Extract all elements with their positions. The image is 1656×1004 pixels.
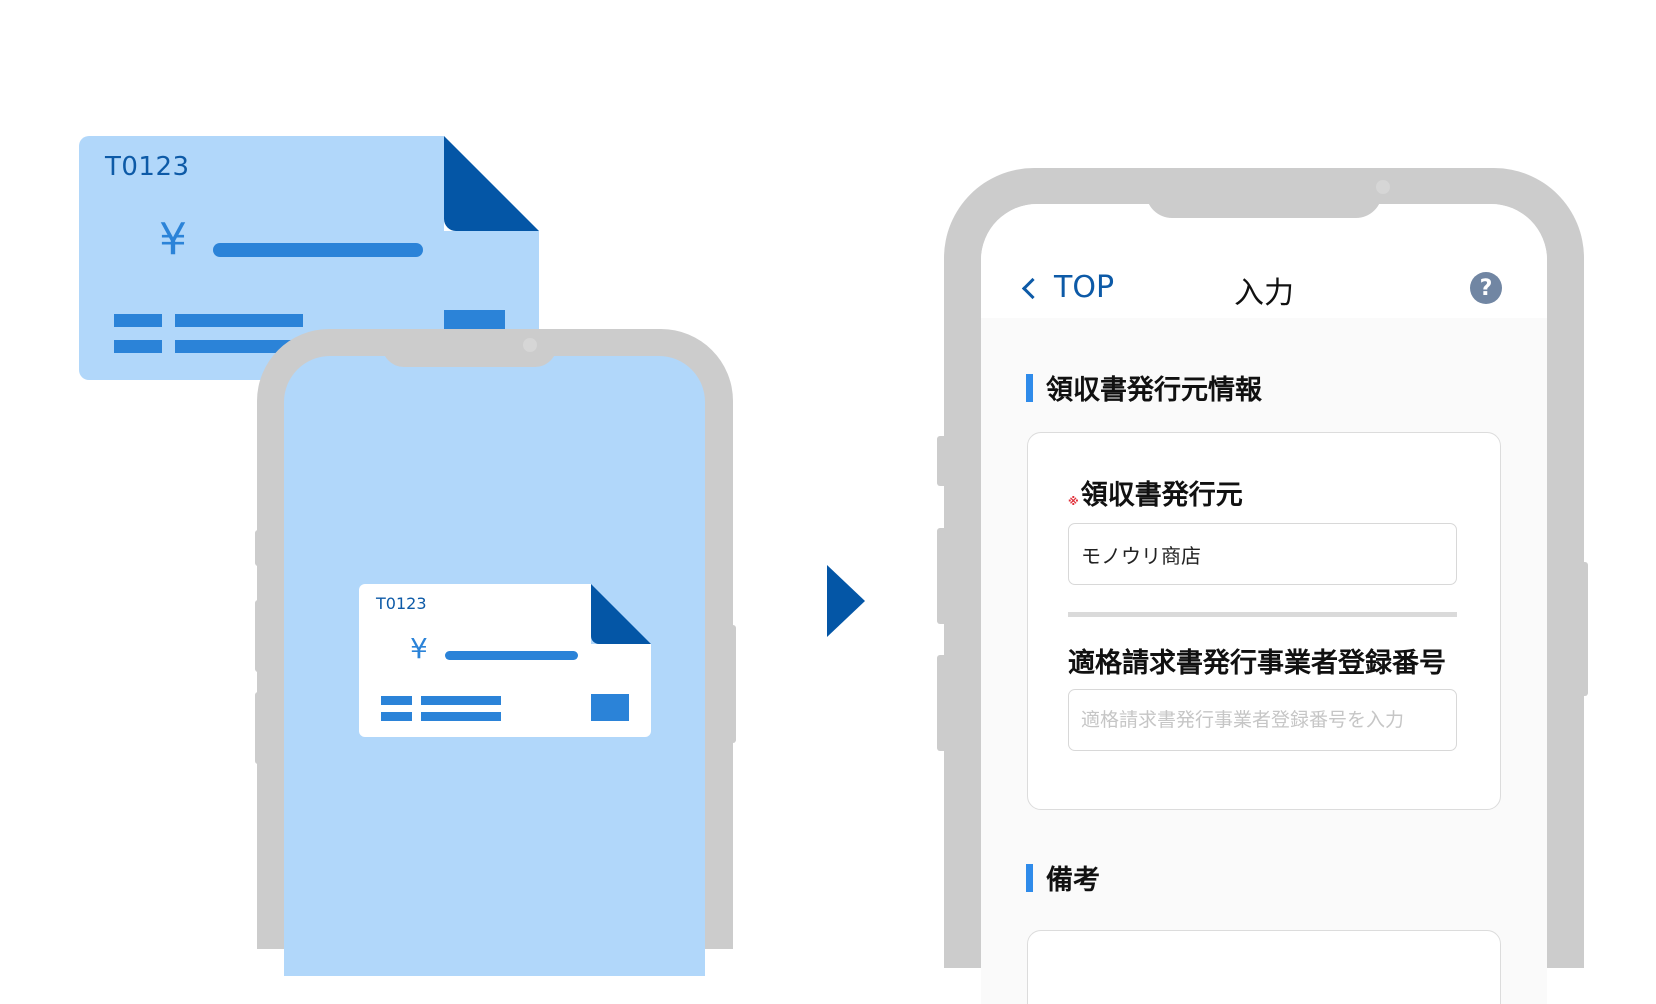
detail-line xyxy=(381,712,412,721)
amount-line xyxy=(445,651,578,660)
section-accent-bar xyxy=(1026,373,1033,402)
section-heading-issuer-info: 領収書発行元情報 xyxy=(1026,368,1262,407)
detail-line xyxy=(114,314,162,327)
detail-line xyxy=(175,314,303,327)
phone-frame-left xyxy=(257,329,733,976)
back-button[interactable]: TOP xyxy=(1021,270,1115,305)
detail-line xyxy=(421,712,501,721)
yen-icon: ¥ xyxy=(159,214,187,265)
issuer-info-card: ※ 領収書発行元 適格請求書発行事業者登録番号 xyxy=(1027,432,1501,810)
phone-frame-right: TOP 入力 ? 領収書発行元情報 ※ 領収書発行元 適格請求書発行事業者登録番… xyxy=(944,168,1584,1004)
field-label-registration-number: 適格請求書発行事業者登録番号 xyxy=(1068,641,1446,680)
field-label-issuer: ※ 領収書発行元 xyxy=(1068,473,1243,512)
phone-side-button xyxy=(728,625,736,743)
receipt-registration-code: T0123 xyxy=(376,594,427,613)
field-label-text: 領収書発行元 xyxy=(1080,480,1243,511)
section-heading-text: 領収書発行元情報 xyxy=(1046,375,1262,406)
detail-line xyxy=(114,340,162,353)
issuer-name-input[interactable] xyxy=(1068,523,1457,585)
field-label-text: 適格請求書発行事業者登録番号 xyxy=(1068,648,1446,679)
help-button[interactable]: ? xyxy=(1470,272,1502,304)
phone-screen-right: TOP 入力 ? 領収書発行元情報 ※ 領収書発行元 適格請求書発行事業者登録番… xyxy=(981,204,1547,1004)
receipt-illustration-small: T0123 ¥ xyxy=(359,584,651,737)
arrow-right-icon xyxy=(827,565,865,637)
phone-side-button xyxy=(255,530,263,566)
camera-icon xyxy=(523,338,537,352)
phone-side-button xyxy=(255,600,263,672)
field-divider xyxy=(1068,612,1457,617)
receipt-registration-code: T0123 xyxy=(105,152,190,182)
nav-header: TOP 入力 ? xyxy=(981,204,1547,318)
detail-line xyxy=(175,340,303,353)
back-label: TOP xyxy=(1054,270,1115,305)
page-title: 入力 xyxy=(1234,276,1294,311)
detail-line xyxy=(421,696,501,705)
phone-side-button xyxy=(255,692,263,764)
question-mark-icon: ? xyxy=(1479,275,1493,301)
amount-line xyxy=(213,243,423,257)
section-heading-notes: 備考 xyxy=(1026,858,1100,897)
stamp-box xyxy=(591,694,629,721)
registration-number-input[interactable] xyxy=(1068,689,1457,751)
notes-card xyxy=(1027,930,1501,1004)
phone-notch xyxy=(1146,168,1390,218)
section-heading-text: 備考 xyxy=(1046,865,1100,896)
phone-side-button xyxy=(937,436,947,486)
camera-icon xyxy=(1376,180,1390,194)
phone-side-button xyxy=(937,528,947,624)
phone-notch xyxy=(382,329,557,367)
section-accent-bar xyxy=(1026,863,1033,892)
required-mark: ※ xyxy=(1068,495,1079,508)
detail-line xyxy=(381,696,412,705)
phone-side-button xyxy=(937,655,947,751)
yen-icon: ¥ xyxy=(410,632,428,665)
